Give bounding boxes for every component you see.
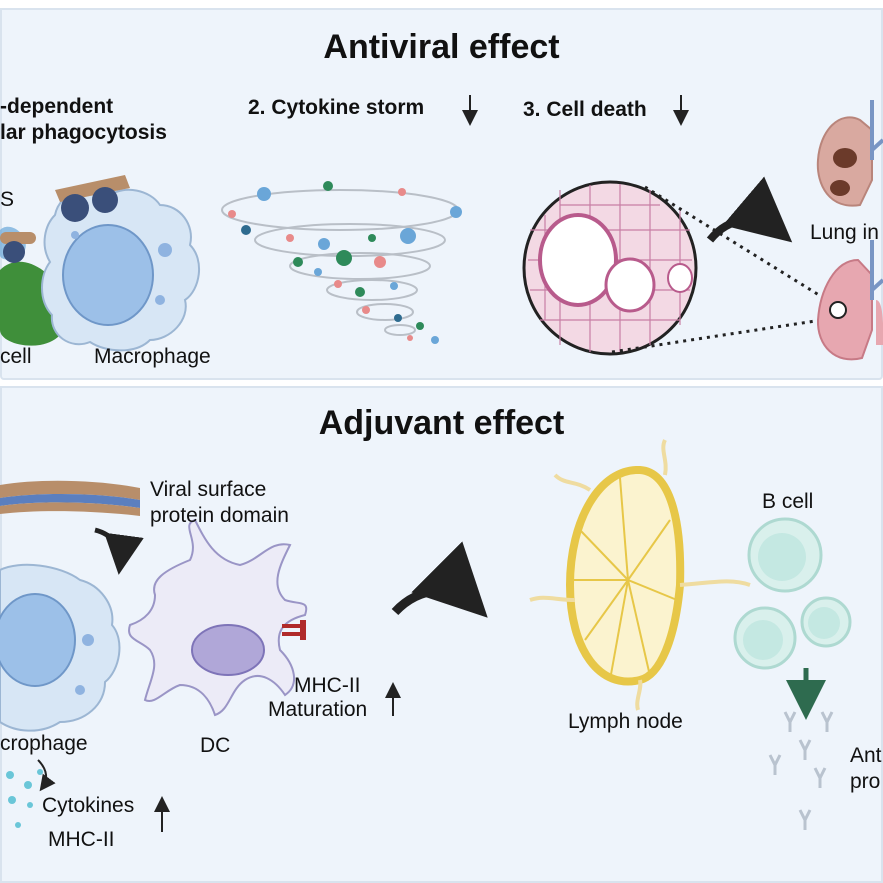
cytokine-dots xyxy=(228,181,462,344)
step1-label-line1: -dependent xyxy=(0,95,114,118)
s-label: S xyxy=(0,188,15,211)
adjuvant-title: Adjuvant effect xyxy=(318,404,565,442)
cell-death-label: 3. Cell death xyxy=(523,98,647,121)
curved-arrow-lymph xyxy=(391,541,488,618)
curved-arrow-top xyxy=(706,176,793,243)
virus-cluster xyxy=(55,175,130,222)
cytokines-label: Cytokines xyxy=(42,794,135,817)
antiviral-title: Antiviral effect xyxy=(323,28,560,66)
viral-surface-label-line1: Viral surface xyxy=(150,478,267,501)
step1-label-line2: lar phagocytosis xyxy=(0,121,167,144)
mhc2-label: MHC-II xyxy=(48,828,115,851)
macrophage-cell xyxy=(41,188,201,352)
lymph-node-label: Lymph node xyxy=(568,710,683,733)
viral-surface-label-line2: protein domain xyxy=(150,504,289,527)
b-cells xyxy=(733,517,852,670)
macrophage-cell-bottom xyxy=(0,563,121,732)
dendritic-cell xyxy=(128,518,308,717)
lung-tissue-circle xyxy=(522,180,698,356)
curved-arrow-viral xyxy=(94,527,144,575)
mhc-label: MHC-II xyxy=(294,674,361,697)
macrophage-label: Macrophage xyxy=(94,345,211,368)
antibodies xyxy=(768,711,834,830)
zoom-lines xyxy=(611,185,836,354)
lymph-node xyxy=(529,439,751,711)
dc-label: DC xyxy=(200,734,231,757)
maturation-label: Maturation xyxy=(268,698,368,721)
cytokine-storm-label: 2. Cytokine storm xyxy=(248,96,425,119)
b-cell-label: B cell xyxy=(762,490,814,513)
lung-infected xyxy=(816,100,883,207)
antibody-label-line1: Ant xyxy=(850,744,882,767)
virus-cluster-small xyxy=(0,232,36,263)
curved-arrow-cytokine xyxy=(37,759,56,792)
lung-label: Lung in xyxy=(810,221,879,244)
cytokine-dots-bottom xyxy=(6,769,43,828)
lung-healthy xyxy=(816,240,883,361)
macrophage-label-bottom: crophage xyxy=(0,732,88,755)
antibody-label-line2: pro xyxy=(850,770,881,793)
viral-surface-protein xyxy=(0,480,140,516)
cell-label: cell xyxy=(0,345,32,368)
